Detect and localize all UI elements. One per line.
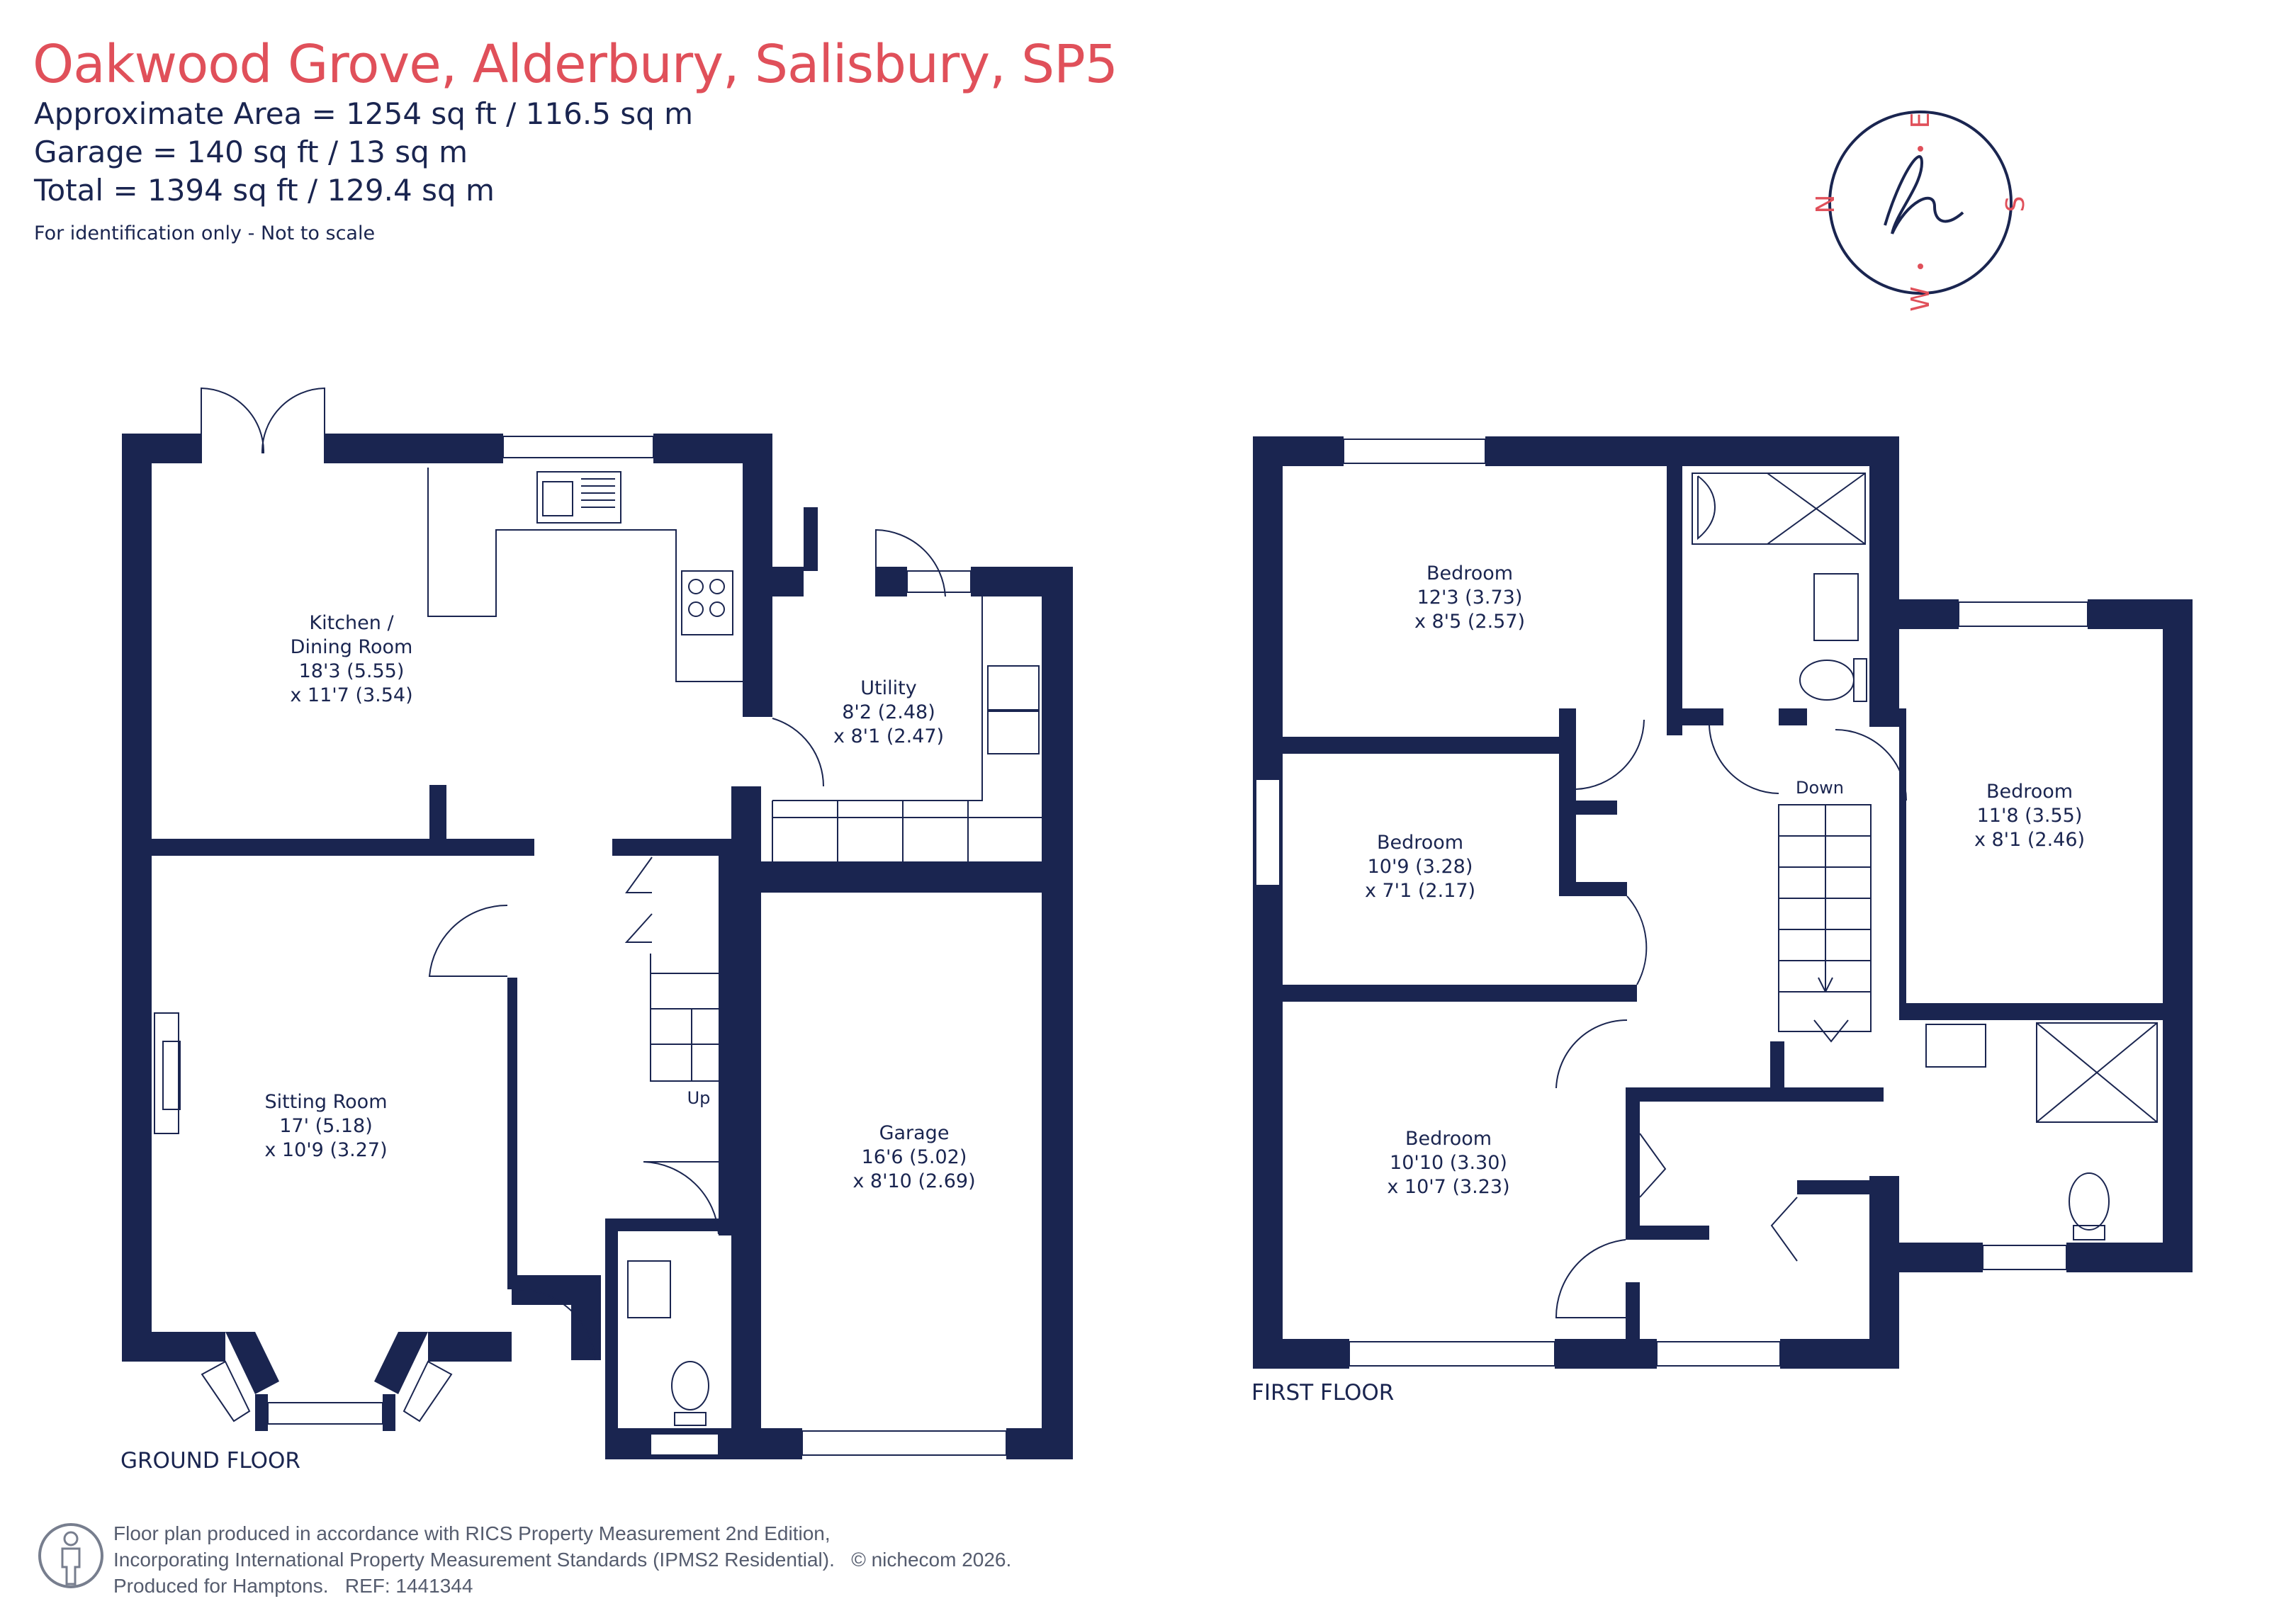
compass: N E S W (1811, 111, 2030, 312)
room-name: Kitchen / (309, 612, 394, 634)
footer-produced-for: Produced for Hamptons. (113, 1575, 329, 1597)
room-dimension-2: x 8'1 (2.46) (1974, 829, 2085, 851)
room-dimension-1: 17' (5.18) (279, 1115, 373, 1137)
first-floor-label: FIRST FLOOR (1251, 1380, 1395, 1406)
compass-w: W (1906, 286, 1935, 312)
total-area: Total = 1394 sq ft / 129.4 sq m (34, 173, 495, 208)
room-name: Bedroom (1426, 562, 1513, 584)
room-bedroom-4: Bedroom 10'10 (3.30) x 10'7 (3.23) (1387, 1128, 1509, 1198)
room-bedroom-3: Bedroom 11'8 (3.55) x 8'1 (2.46) (1974, 781, 2085, 851)
first-floor-plan (1253, 436, 2193, 1369)
footer-line-3: Produced for Hamptons. REF: 1441344 (113, 1573, 1011, 1599)
room-dimension-1: 12'3 (3.73) (1417, 587, 1523, 609)
room-sitting-room: Sitting Room 17' (5.18) x 10'9 (3.27) (264, 1091, 387, 1161)
room-name: Garage (879, 1122, 950, 1144)
room-bedroom-1: Bedroom 12'3 (3.73) x 8'5 (2.57) (1414, 562, 1525, 633)
person-icon (38, 1523, 103, 1588)
room-bedroom-2: Bedroom 10'9 (3.28) x 7'1 (2.17) (1365, 832, 1475, 902)
disclaimer-note: For identification only - Not to scale (34, 222, 376, 244)
room-name: Utility (860, 677, 916, 699)
compass-s: S (2001, 196, 2030, 213)
room-dimension-2: x 8'10 (2.69) (852, 1170, 975, 1192)
room-dimension-1: 10'9 (3.28) (1368, 856, 1473, 878)
room-dimension-2: x 10'9 (3.27) (264, 1139, 387, 1161)
compass-e: E (1906, 113, 1935, 129)
ground-floor-plan (122, 387, 1073, 1459)
room-dimension-1: 8'2 (2.48) (842, 701, 935, 723)
room-name: Bedroom (1405, 1128, 1492, 1150)
footer-line-1: Floor plan produced in accordance with R… (113, 1522, 831, 1544)
room-dimension-2: x 7'1 (2.17) (1365, 880, 1475, 902)
room-dimension-2: x 10'7 (3.23) (1387, 1176, 1509, 1198)
room-kitchen-dining: Kitchen / Dining Room 18'3 (5.55) x 11'7… (290, 612, 412, 706)
room-dimension-2: x 8'5 (2.57) (1414, 611, 1525, 633)
room-dimension-2: x 8'1 (2.47) (833, 725, 944, 747)
footer-ref: REF: 1441344 (344, 1575, 473, 1597)
room-dimension-1: 18'3 (5.55) (299, 660, 405, 682)
logo-h-icon (1884, 155, 1964, 234)
ground-floor-label: GROUND FLOOR (120, 1448, 300, 1474)
compass-ring (1828, 111, 2013, 295)
stairs-up-label: Up (687, 1088, 711, 1108)
approximate-area: Approximate Area = 1254 sq ft / 116.5 sq… (34, 96, 694, 131)
stairs-down-label: Down (1796, 778, 1844, 798)
room-utility: Utility 8'2 (2.48) x 8'1 (2.47) (833, 677, 944, 747)
room-dimension-2: x 11'7 (3.54) (290, 684, 412, 706)
footer-copyright: © nichecom 2026. (851, 1549, 1012, 1571)
compass-n: N (1811, 195, 1840, 214)
room-dimension-1: 10'10 (3.30) (1390, 1152, 1507, 1174)
footer-standards: Incorporating International Property Mea… (113, 1549, 835, 1571)
room-name: Bedroom (1377, 832, 1463, 854)
footer-line-2: Incorporating International Property Mea… (113, 1546, 1011, 1573)
room-name: Sitting Room (264, 1091, 387, 1113)
room-dimension-1: 11'8 (3.55) (1977, 805, 2083, 827)
room-name: Bedroom (1986, 781, 2073, 803)
page-title: Oakwood Grove, Alderbury, Salisbury, SP5 (33, 34, 1118, 95)
garage-area: Garage = 140 sq ft / 13 sq m (34, 135, 468, 169)
room-dimension-1: 16'6 (5.02) (862, 1146, 967, 1168)
room-name-2: Dining Room (291, 636, 413, 658)
room-garage: Garage 16'6 (5.02) x 8'10 (2.69) (852, 1122, 975, 1192)
footer-credits: Floor plan produced in accordance with R… (113, 1520, 1011, 1599)
